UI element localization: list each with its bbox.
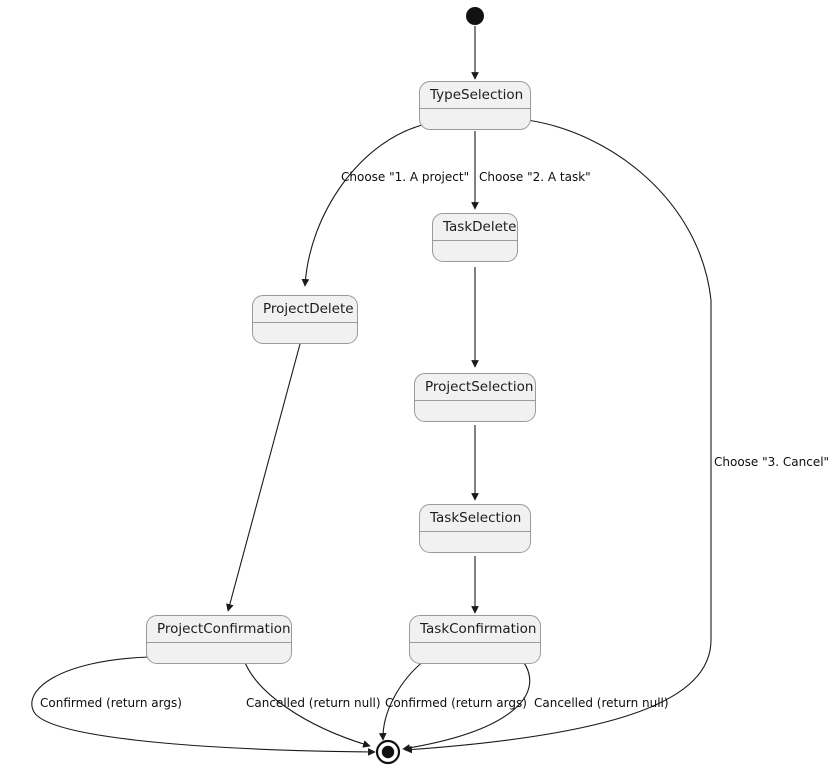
state-task-selection[interactable]: TaskSelection [419,504,531,553]
state-task-delete[interactable]: TaskDelete [432,213,518,262]
edge-label-project-confirmed: Confirmed (return args) [40,696,182,710]
state-type-selection-body [420,109,530,128]
edge-label-task-cancelled: Cancelled (return null) [534,696,669,710]
edge-projectconfirmation-to-final-cancelled [243,659,371,748]
state-task-delete-body [433,241,517,260]
state-task-confirmation-body [410,643,540,662]
edge-label-project-cancelled: Cancelled (return null) [246,696,381,710]
state-project-confirmation-body [147,643,291,662]
edge-label-choose-project: Choose "1. A project" [341,170,470,184]
state-project-selection-label: ProjectSelection [415,374,535,401]
edge-typeselection-to-final-cancel [404,119,712,754]
state-task-confirmation-label: TaskConfirmation [410,616,540,643]
state-project-confirmation[interactable]: ProjectConfirmation [146,615,292,664]
edge-taskconfirmation-to-final-cancelled [402,659,531,752]
state-project-selection-body [415,401,535,420]
initial-state-node [466,7,484,25]
final-state-core [381,745,395,759]
state-task-delete-label: TaskDelete [433,214,517,241]
edge-projectconfirmation-to-final-confirmed [31,656,376,756]
edge-taskconfirmation-to-final-confirmed [378,659,426,741]
state-task-confirmation[interactable]: TaskConfirmation [409,615,541,664]
state-project-confirmation-label: ProjectConfirmation [147,616,291,643]
edge-typeselection-to-projectdelete [301,123,427,287]
edge-label-task-confirmed: Confirmed (return args) [385,696,527,710]
state-task-selection-body [420,532,530,551]
state-type-selection[interactable]: TypeSelection [419,81,531,130]
edge-label-choose-task: Choose "2. A task" [479,170,591,184]
state-project-delete-label: ProjectDelete [253,296,357,323]
state-type-selection-label: TypeSelection [420,82,530,109]
state-task-selection-label: TaskSelection [420,505,530,532]
edge-label-choose-cancel: Choose "3. Cancel" [714,455,830,469]
state-project-delete[interactable]: ProjectDelete [252,295,358,344]
state-project-delete-body [253,323,357,342]
edge-projectdelete-to-projectconfirmation [226,343,301,612]
state-project-selection[interactable]: ProjectSelection [414,373,536,422]
